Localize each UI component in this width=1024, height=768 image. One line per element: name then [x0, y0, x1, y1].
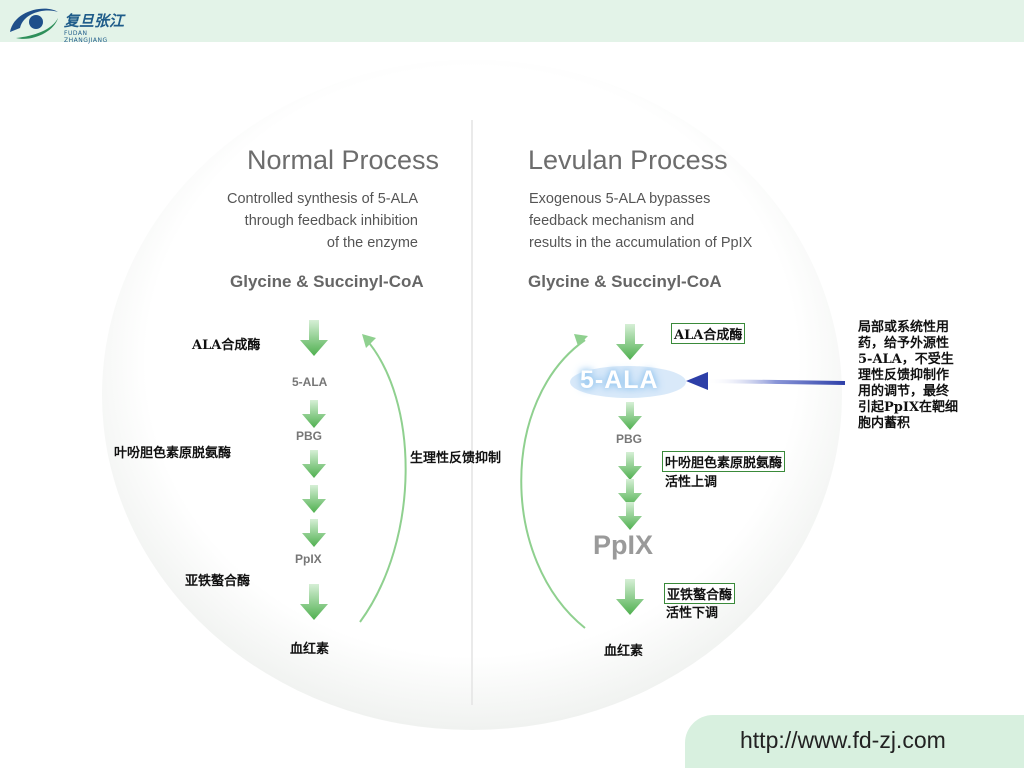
levulan-enzyme3-downregulated: 活性下调	[666, 606, 719, 621]
exogenous-arrow-line	[705, 379, 846, 385]
logo-text-en: FUDAN ZHANGJIANG	[64, 30, 108, 44]
levulan-subtitle: Exogenous 5-ALA bypasses feedback mechan…	[529, 191, 753, 251]
levulan-ala-label: 5-ALA	[580, 366, 659, 394]
top-bar	[0, 0, 1024, 42]
feedback-arrowhead-normal	[362, 334, 376, 348]
levulan-enzyme-ala-synthase: ALA合成酶	[671, 323, 746, 344]
normal-enzyme-pbg-deaminase: 叶吩胆色素原脱氨酶	[114, 446, 232, 461]
levulan-product-heme: 血红素	[604, 644, 644, 659]
normal-ala-label: 5-ALA	[292, 375, 328, 389]
footer-bar	[685, 715, 1024, 768]
feedback-arrowhead-levulan	[574, 334, 588, 346]
levulan-pbg-label: PBG	[616, 432, 643, 446]
levulan-enzyme2-upregulated: 活性上调	[665, 475, 718, 490]
exogenous-arrowhead	[686, 372, 708, 390]
levulan-title: Levulan Process	[528, 145, 728, 175]
normal-ppix-label: PpIX	[295, 552, 322, 566]
normal-enzyme-ala-synthase: ALA合成酶	[192, 338, 261, 353]
normal-subtitle: Controlled synthesis of 5-ALA through fe…	[226, 191, 418, 251]
logo-text-cn: 复旦张江	[64, 12, 125, 30]
normal-enzyme-ferrochelatase: 亚铁螯合酶	[185, 574, 251, 589]
levulan-enzyme-ferrochelatase: 亚铁螯合酶	[664, 583, 736, 604]
levulan-substrate: Glycine & Succinyl-CoA	[528, 272, 722, 291]
website-url[interactable]: http://www.fd-zj.com	[740, 727, 946, 753]
exogenous-ala-note: 局部或系统性用 药，给予外源性 5-ALA，不受生 理性反馈抑制作 用的调节，最…	[858, 320, 959, 431]
levulan-enzyme-pbg-deaminase: 叶吩胆色素原脱氨酶	[662, 451, 786, 472]
normal-pbg-label: PBG	[296, 429, 323, 443]
logo-swoosh-icon	[10, 8, 58, 39]
feedback-arc-levulan	[520, 339, 586, 629]
normal-substrate: Glycine & Succinyl-CoA	[230, 272, 424, 291]
normal-title: Normal Process	[247, 145, 440, 175]
feedback-inhibition-label: 生理性反馈抑制	[410, 451, 502, 466]
feedback-arc-normal	[359, 337, 407, 623]
normal-product-heme: 血红素	[290, 642, 330, 657]
ala-glow	[570, 366, 686, 398]
levulan-ppix-label: PpIX	[593, 530, 654, 560]
company-logo: 复旦张江 FUDAN ZHANGJIANG	[6, 2, 126, 44]
